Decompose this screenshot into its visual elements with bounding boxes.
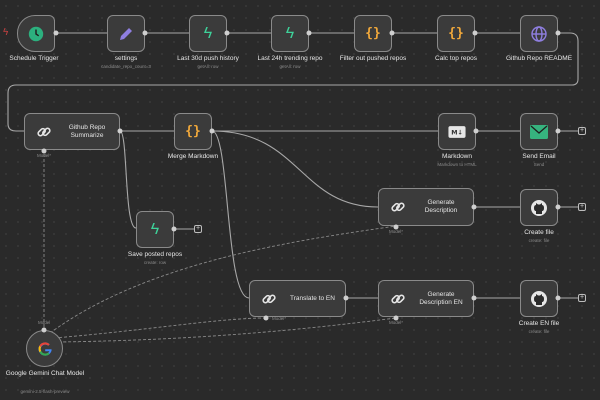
merge-markdown-node[interactable]: {} — [174, 113, 212, 150]
schedule-trigger-node[interactable] — [17, 15, 55, 52]
output-port[interactable] — [472, 30, 478, 36]
globe-icon — [530, 25, 548, 43]
output-port[interactable] — [555, 128, 561, 134]
add-node-button[interactable]: + — [578, 127, 586, 135]
translate-model-port[interactable] — [263, 315, 269, 321]
create-en-file-sub: create: file — [528, 329, 550, 334]
output-port[interactable] — [306, 30, 312, 36]
google-gemini-chat-model-node[interactable] — [26, 330, 63, 367]
translate-title: Translate to EN — [290, 294, 335, 302]
create-file-sub: create: file — [528, 238, 550, 243]
markdown-label: Markdown — [442, 153, 472, 160]
pencil-icon — [117, 25, 135, 43]
gemini-sub: gemini-2.5-flash-preview — [20, 389, 70, 394]
create-en-file-node[interactable] — [520, 280, 558, 317]
trigger-bolt-icon: ϟ — [3, 27, 9, 38]
link-icon — [260, 290, 278, 308]
gemini-port-label: Model — [38, 320, 51, 325]
output-port[interactable] — [53, 30, 59, 36]
summarize-model-port[interactable] — [41, 148, 47, 154]
translate-to-en-node[interactable]: Translate to EN — [249, 280, 346, 317]
markdown-icon: M↓ — [448, 123, 466, 141]
settings-label: settings — [114, 55, 138, 62]
save-posted-repos-node[interactable]: ϟ — [136, 211, 174, 248]
output-port[interactable] — [555, 295, 561, 301]
output-port[interactable] — [471, 295, 477, 301]
svg-text:M↓: M↓ — [451, 129, 463, 136]
send-email-node[interactable] — [520, 113, 558, 150]
link-icon — [389, 290, 407, 308]
gen-desc-model-port[interactable] — [393, 224, 399, 230]
output-port[interactable] — [142, 30, 148, 36]
markdown-node[interactable]: M↓ — [438, 113, 476, 150]
settings-sub: candidate_repo_count=3 — [101, 64, 151, 69]
create-file-label: Create file — [524, 229, 554, 236]
gen-desc-en-model-port[interactable] — [393, 315, 399, 321]
github-icon — [530, 290, 548, 308]
last-30d-sub: getAll: row — [197, 64, 219, 69]
code-braces-icon: {} — [185, 124, 201, 139]
google-icon — [36, 340, 54, 358]
bolt-icon: ϟ — [203, 24, 213, 42]
mail-icon — [530, 123, 548, 141]
output-port[interactable] — [555, 204, 561, 210]
translate-port-label: Model* — [272, 316, 287, 321]
clock-icon — [27, 25, 45, 43]
bolt-icon: ϟ — [285, 24, 295, 42]
schedule-trigger-label: Schedule Trigger — [9, 55, 59, 62]
github-icon — [530, 199, 548, 217]
output-port[interactable] — [343, 295, 349, 301]
calc-top-label: Calc top repos — [435, 55, 477, 62]
create-en-file-label: Create EN file — [518, 320, 560, 327]
filter-pushed-label: Filter out pushed repos — [339, 55, 407, 62]
add-node-button[interactable]: + — [194, 225, 202, 233]
last-30d-label: Last 30d push history — [177, 55, 239, 62]
code-braces-icon: {} — [448, 26, 464, 41]
output-port[interactable] — [473, 128, 479, 134]
add-node-button[interactable]: + — [578, 203, 586, 211]
output-port[interactable] — [171, 226, 177, 232]
create-file-node[interactable] — [520, 189, 558, 226]
bolt-icon: ϟ — [150, 220, 160, 238]
github-repo-readme-node[interactable] — [520, 15, 558, 52]
output-port[interactable] — [209, 128, 215, 134]
generate-description-en-node[interactable]: Generate Description EN — [378, 280, 474, 317]
summarize-title: Github Repo Summarize — [68, 123, 106, 139]
generate-description-title: Generate Description — [424, 199, 458, 214]
last-30d-push-history-node[interactable]: ϟ — [189, 15, 227, 52]
save-posted-label: Save posted repos — [127, 251, 183, 258]
output-port[interactable] — [555, 30, 561, 36]
add-node-button[interactable]: + — [578, 294, 586, 302]
github-repo-summarize-node[interactable]: Github Repo Summarize — [24, 113, 120, 150]
generate-description-node[interactable]: Generate Description — [378, 188, 474, 226]
summarize-port-label: Model* — [37, 153, 52, 158]
gemini-model-port[interactable] — [41, 327, 47, 333]
markdown-sub: Markdown to HTML — [437, 162, 477, 167]
save-posted-sub: create: row — [143, 260, 167, 265]
send-email-label: Send Email — [522, 153, 556, 160]
last-24h-sub: getAll: row — [279, 64, 301, 69]
github-readme-label: Github Repo README — [505, 55, 573, 62]
gen-desc-port-label: Model* — [389, 229, 404, 234]
gemini-label: Google Gemini Chat Model — [5, 370, 85, 377]
link-icon — [389, 198, 407, 216]
settings-node[interactable] — [107, 15, 145, 52]
generate-description-en-title: Generate Description EN — [419, 290, 463, 306]
filter-pushed-repos-node[interactable]: {} — [354, 15, 392, 52]
last-24h-label: Last 24h trending repo — [257, 55, 323, 62]
code-braces-icon: {} — [365, 26, 381, 41]
output-port[interactable] — [224, 30, 230, 36]
output-port[interactable] — [471, 204, 477, 210]
link-icon — [35, 123, 53, 141]
last-24h-trending-node[interactable]: ϟ — [271, 15, 309, 52]
output-port[interactable] — [117, 128, 123, 134]
merge-markdown-label: Merge Markdown — [167, 153, 219, 160]
send-email-sub: Send — [533, 162, 545, 167]
gen-desc-en-port-label: Model* — [389, 320, 404, 325]
calc-top-repos-node[interactable]: {} — [437, 15, 475, 52]
output-port[interactable] — [389, 30, 395, 36]
